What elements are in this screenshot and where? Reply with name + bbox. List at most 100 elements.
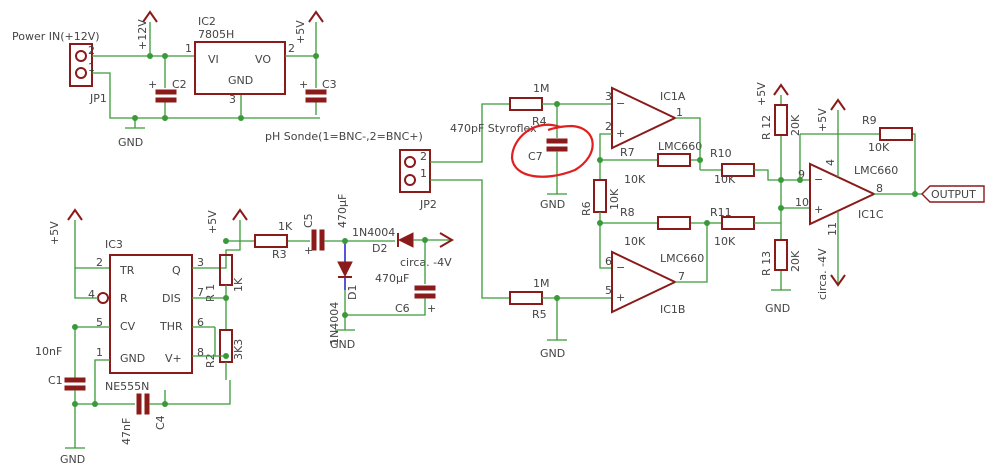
v12-arrow-icon (142, 10, 158, 23)
ic3-pin7: 7 (197, 286, 204, 299)
ic1c-minus: − (814, 173, 823, 186)
ic1c-pin8: 8 (876, 182, 883, 195)
ic1b-minus: − (616, 261, 625, 274)
ic3-vplus: V+ (165, 352, 182, 365)
c7-label: C7 (528, 150, 543, 163)
c7-highlight-circle (510, 123, 594, 178)
d2-part: 1N4004 (352, 226, 395, 239)
r6-label: R6 (580, 201, 593, 216)
c1-plate-top (64, 377, 86, 383)
ic3-pin3: 3 (197, 256, 204, 269)
jp1-pin2-label: 2 (88, 44, 95, 57)
ic3-pin1: 1 (96, 346, 103, 359)
ic3-dis: DIS (162, 292, 181, 305)
ic1c-pin11: 11 (826, 222, 839, 236)
ic1b-pin7: 7 (678, 270, 685, 283)
r7-resistor (657, 153, 691, 167)
c4-value: 47nF (120, 418, 133, 445)
v5-label-r1: +5V (206, 210, 219, 234)
ph-input-section: pH Sonde(1=BNC-,2=BNC+) 2 1 JP2 1M R4 47… (265, 82, 612, 360)
ic3-q: Q (172, 264, 181, 277)
c3-plate-top (305, 89, 327, 95)
c7-plate-bot (546, 146, 568, 152)
ic1c-part: LMC660 (854, 164, 898, 177)
jp1-pin2 (75, 50, 87, 62)
ic2-vi: VI (208, 53, 219, 66)
ic3-ne555 (109, 254, 193, 374)
circa-neg4-label: circa. -4V (400, 256, 452, 269)
ph-probe-label: pH Sonde(1=BNC-,2=BNC+) (265, 130, 423, 143)
r12-label: R 12 (760, 115, 773, 140)
jp2-label: JP2 (419, 198, 437, 211)
ne555-label: NE555N (105, 380, 149, 393)
r13-value: 20K (789, 250, 802, 272)
r7-value: 10K (624, 173, 646, 186)
ic1a-label: IC1A (660, 90, 686, 103)
v12-label: +12V (136, 19, 149, 50)
neg4-arrow-icon (439, 232, 454, 248)
c2-plate-bot (155, 97, 177, 103)
ic3-label: IC3 (105, 238, 123, 251)
r6-value: 10K (608, 188, 621, 210)
c6-value: 470µF (375, 272, 409, 285)
ic2-pin3: 3 (229, 93, 236, 106)
ic1b-opamp (611, 250, 678, 314)
c5-value: 470µF (336, 194, 349, 228)
ic1a-minus: − (616, 97, 625, 110)
gnd-label-d1: GND (330, 338, 355, 351)
ic1b-pin5: 5 (605, 284, 612, 297)
ic1b-pin6: 6 (605, 255, 612, 268)
c7-plate-top (546, 138, 568, 144)
jp1-pin1 (75, 67, 87, 79)
jp1-connector (69, 43, 93, 87)
r8-resistor (657, 216, 691, 230)
ic2-pin2: 2 (288, 42, 295, 55)
c1-plate-bot (64, 385, 86, 391)
r3-value: 1K (278, 220, 293, 233)
circa-neg4-ic1c: circa. -4V (816, 248, 829, 300)
ic1a-pin2: 2 (605, 120, 612, 133)
ic2-label: IC2 (198, 15, 216, 28)
gnd-label-r5: GND (540, 347, 565, 360)
ic2-vo: VO (255, 53, 271, 66)
v5-arrow-r12-icon (773, 83, 789, 96)
ic2-pin1: 1 (185, 42, 192, 55)
ic3-r: R (120, 292, 128, 305)
c6-label: C6 (395, 302, 410, 315)
c5-plus: + (304, 244, 313, 257)
ic1a-pin1: 1 (676, 106, 683, 119)
v5-label-555: +5V (48, 221, 61, 245)
r11-label: R11 (710, 206, 732, 219)
v5-arrow-ic1c-icon (830, 98, 846, 111)
d2-label: D2 (372, 242, 387, 255)
c5-plate-left (311, 229, 317, 251)
r4-resistor (509, 97, 543, 111)
r2-value: 3K3 (232, 339, 245, 360)
ic1c-opamp (809, 162, 877, 226)
c6-plate-top (414, 285, 436, 291)
r12-value: 20K (789, 114, 802, 136)
r12-resistor (774, 104, 788, 136)
c3-label: C3 (322, 78, 337, 91)
reset-bubble (97, 292, 109, 304)
v5-arrow-icon (308, 10, 324, 23)
v5-arrow-555-icon (67, 208, 83, 221)
ic1a-opamp (611, 86, 678, 150)
jp2-pin1: 1 (420, 167, 427, 180)
gnd-label-r13: GND (765, 302, 790, 315)
r8-label: R8 (620, 206, 635, 219)
r7-label: R7 (620, 146, 635, 159)
ic1a-plus: + (616, 127, 625, 140)
ic3-gnd: GND (120, 352, 145, 365)
c3-plate-bot (305, 97, 327, 103)
opamp-section: − + IC1A 1 3 2 LMC660 R7 10K R6 10K R8 1… (580, 82, 985, 316)
r5-label: R5 (532, 308, 547, 321)
ic1b-part: LMC660 (660, 252, 704, 265)
r11-value: 10K (714, 235, 736, 248)
v5-label-1: +5V (294, 20, 307, 44)
ic3-pin6: 6 (197, 316, 204, 329)
ic3-tr: TR (119, 264, 135, 277)
output-label: OUTPUT (931, 188, 976, 201)
r13-resistor (774, 239, 788, 271)
power-in-label: Power IN(+12V) (12, 30, 100, 43)
